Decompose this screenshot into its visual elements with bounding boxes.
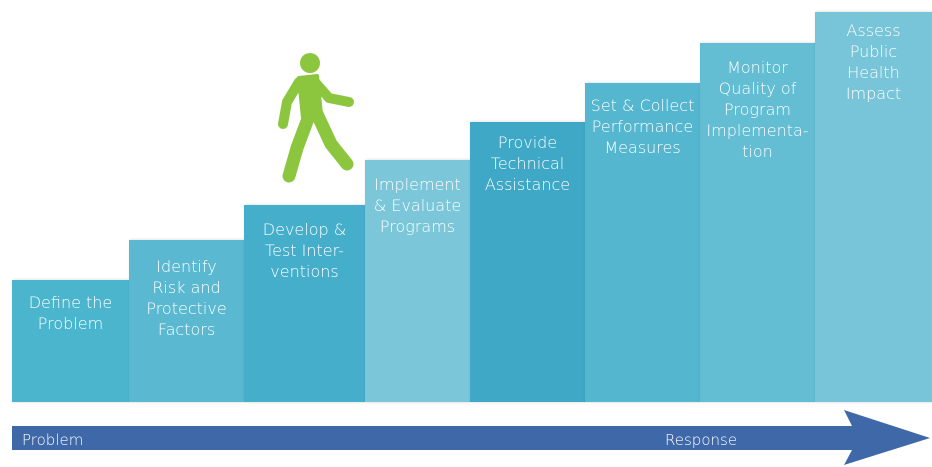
step-define-problem: Define the Problem	[12, 280, 129, 402]
problem-to-response-arrow	[12, 410, 930, 465]
step-implement-evaluate: Implement & Evaluate Programs	[365, 160, 470, 402]
step-label: Monitor Quality of Program Implementa- t…	[706, 58, 809, 161]
step-performance-measures: Set & Collect Performance Measures	[585, 83, 700, 402]
walking-person-icon	[278, 53, 354, 183]
step-label: Define the Problem	[28, 293, 113, 333]
step-develop-test: Develop & Test Inter- ventions	[244, 205, 365, 402]
step-label: Provide Technical Assistance	[484, 133, 571, 194]
step-identify-risk: Identify Risk and Protective Factors	[129, 240, 244, 402]
step-assess-impact: Assess Public Health Impact	[815, 12, 932, 402]
step-label: Implement & Evaluate Programs	[373, 175, 462, 236]
step-technical-assistance: Provide Technical Assistance	[470, 122, 585, 402]
step-label: Assess Public Health Impact	[845, 21, 902, 103]
step-monitor-quality: Monitor Quality of Program Implementa- t…	[700, 43, 815, 402]
arrow-end-label: Response	[665, 431, 738, 449]
step-label: Develop & Test Inter- ventions	[262, 220, 347, 281]
step-label: Identify Risk and Protective Factors	[146, 257, 227, 339]
step-label: Set & Collect Performance Measures	[590, 96, 695, 157]
arrow-start-label: Problem	[22, 431, 84, 449]
